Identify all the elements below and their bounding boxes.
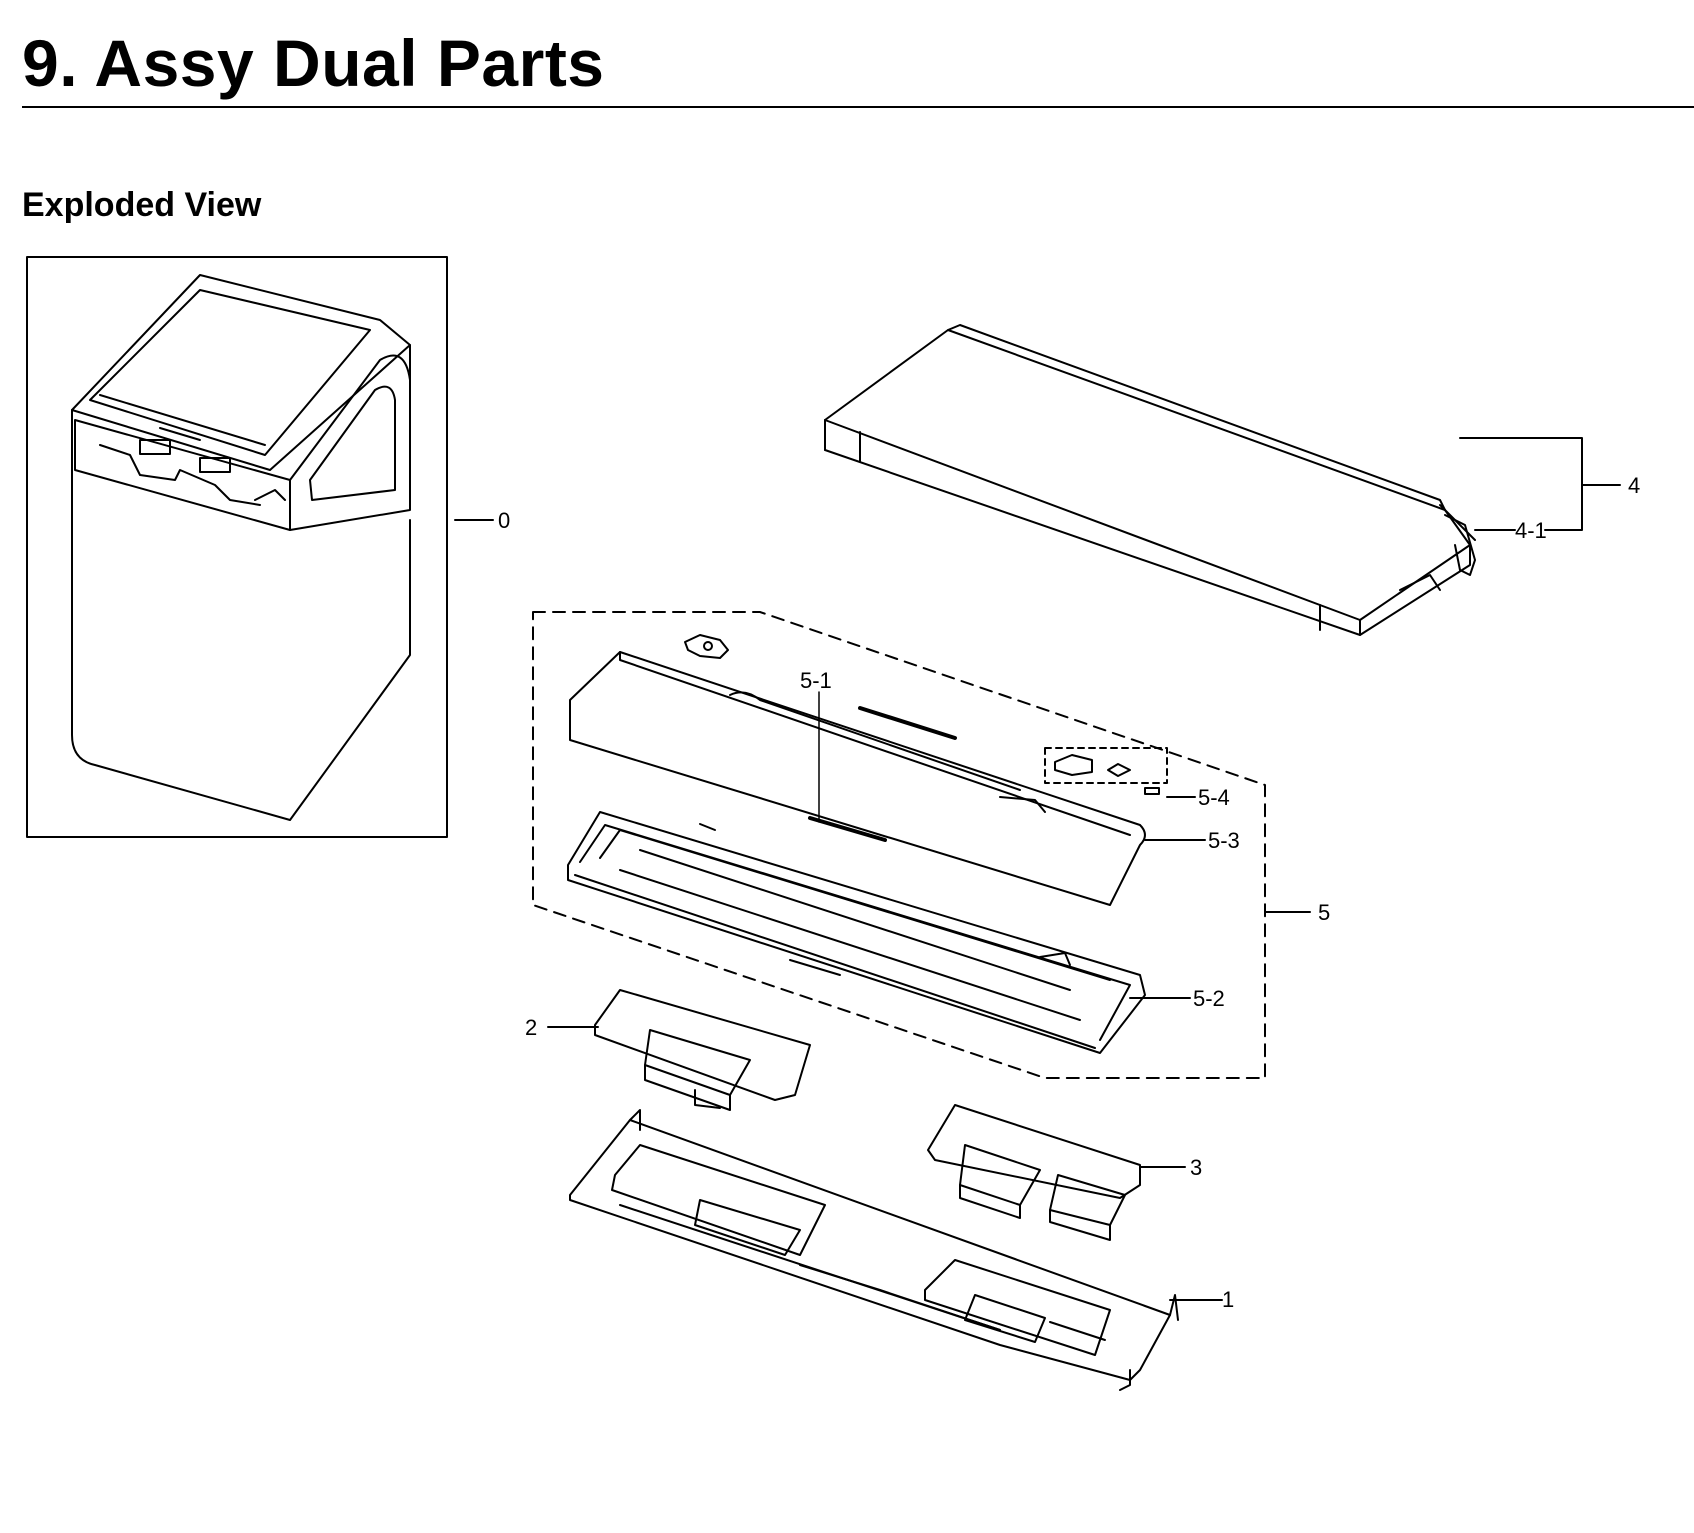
- callout-5: 5: [1318, 900, 1330, 925]
- callout-5-3: 5-3: [1208, 828, 1240, 853]
- callout-4: 4: [1628, 473, 1640, 498]
- callout-5-1: 5-1: [800, 668, 832, 693]
- callout-2: 2: [525, 1015, 537, 1040]
- frame-part: [567, 811, 1146, 1054]
- section-subtitle: Exploded View: [22, 186, 262, 224]
- callout-5-2: 5-2: [1193, 986, 1225, 1011]
- lid-panel-part: [569, 651, 1146, 906]
- top-cover-part: [824, 324, 1476, 636]
- callout-5-4: 5-4: [1198, 785, 1230, 810]
- callout-0: 0: [498, 508, 510, 533]
- callout-1: 1: [1222, 1287, 1234, 1312]
- drawer-base-part: [569, 1109, 1179, 1391]
- single-tray-part: [594, 989, 811, 1111]
- page-title: 9. Assy Dual Parts: [22, 26, 605, 100]
- title-underline: [22, 106, 1694, 108]
- double-tray-part: [927, 1104, 1141, 1241]
- hinge-bracket-part: [684, 634, 729, 659]
- callout-3: 3: [1190, 1155, 1202, 1180]
- callout-4-1: 4-1: [1515, 518, 1547, 543]
- washer-assembly-overview: [26, 256, 448, 838]
- small-parts-5-4: [1044, 747, 1168, 795]
- assembly-5-dashed-outline: [532, 611, 1266, 1079]
